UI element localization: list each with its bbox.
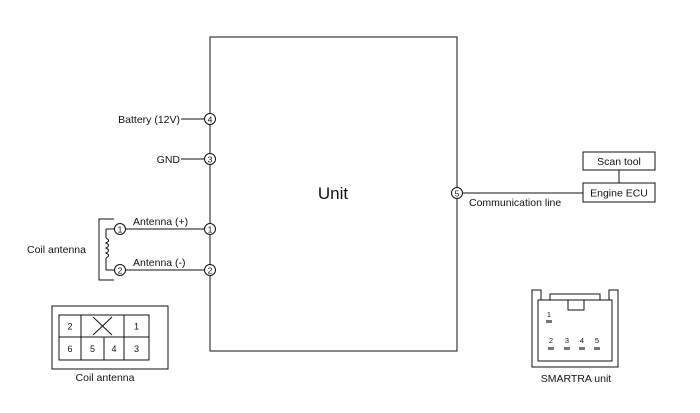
unit-title: Unit <box>318 184 349 203</box>
smartra-pin-2-contact <box>548 347 554 350</box>
coil-pin-2-label: 2 <box>118 266 123 276</box>
smartra-pin-3: 3 <box>565 336 569 345</box>
smartra-connector: 1 2 3 4 5 <box>531 289 619 368</box>
smartra-pin-3-contact <box>564 347 570 350</box>
unit-pin-2-label: 2 <box>208 266 213 276</box>
communication-line-label: Communication line <box>469 197 561 209</box>
coil-connector-pin-1: 1 <box>134 322 139 332</box>
smartra-connector-label: SMARTRA unit <box>541 373 611 385</box>
gnd-label: GND <box>157 154 181 166</box>
unit-pin-4-label: 4 <box>208 115 213 125</box>
coil-pin-1-label: 1 <box>118 225 123 235</box>
smartra-pin-1-contact <box>546 320 552 323</box>
smartra-connector-outer <box>531 289 619 368</box>
coil-connector-pin-2: 2 <box>67 322 72 332</box>
unit-pin-1-label: 1 <box>208 225 213 235</box>
coil-antenna-label: Coil antenna <box>27 244 86 256</box>
engine-ecu-label: Engine ECU <box>590 188 648 200</box>
coil-antenna-connector: 2 1 6 5 4 3 <box>51 305 169 370</box>
unit-pin-1 <box>204 223 216 235</box>
battery-label: Battery (12V) <box>118 114 180 126</box>
coil-connector-pin-6: 6 <box>67 344 72 354</box>
coil-connector-label: Coil antenna <box>76 372 135 384</box>
coil-connector-pin-4: 4 <box>111 344 116 354</box>
unit-pin-3 <box>204 153 216 165</box>
unit-pin-2 <box>204 264 216 276</box>
coil-connector-pin-5: 5 <box>90 344 95 354</box>
coil-symbol <box>104 228 115 271</box>
unit-pin-4 <box>204 113 216 125</box>
smartra-pin-5: 5 <box>595 336 599 345</box>
smartra-pin-5-contact <box>594 347 600 350</box>
coil-connector-pin-3: 3 <box>134 344 139 354</box>
coil-antenna-bracket <box>98 218 114 281</box>
scan-tool-label: Scan tool <box>597 156 641 168</box>
antenna-plus-label: Antenna (+) <box>133 216 188 228</box>
smartra-connector-latch <box>567 299 585 311</box>
unit-pin-3-label: 3 <box>208 155 213 165</box>
smartra-pin-4-contact <box>579 347 585 350</box>
engine-ecu-box <box>582 182 656 203</box>
smartra-pin-2: 2 <box>549 336 553 345</box>
smartra-pin-1: 1 <box>547 310 551 319</box>
coil-connector-outer <box>51 305 169 370</box>
unit-pin-5-label: 5 <box>455 189 460 199</box>
antenna-minus-label: Antenna (-) <box>133 257 186 269</box>
smartra-pin-4: 4 <box>580 336 584 345</box>
